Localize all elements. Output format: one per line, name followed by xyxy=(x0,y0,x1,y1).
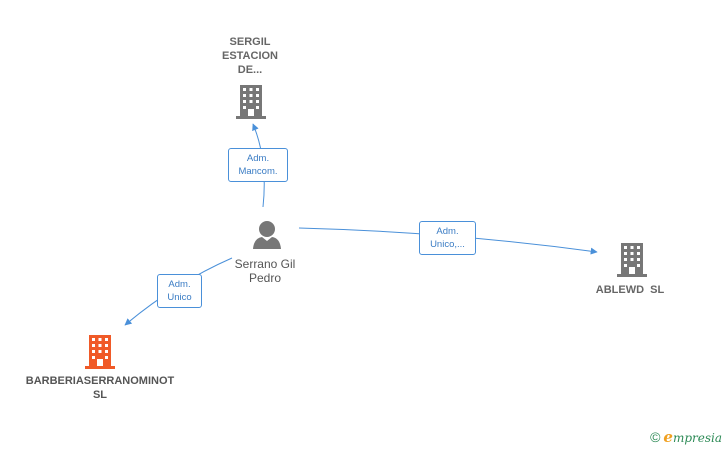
edge-label-mancom[interactable]: Adm. Mancom. xyxy=(228,148,288,182)
node-label-barberia[interactable]: BARBERIASERRANOMINOT SL xyxy=(25,375,175,401)
building-icon[interactable] xyxy=(85,335,115,369)
building-icon[interactable] xyxy=(236,85,266,119)
node-label-person[interactable]: Serrano Gil Pedro xyxy=(234,257,296,285)
empresia-logo: ©empresia xyxy=(650,428,722,446)
node-label-ablewd[interactable]: ABLEWD SL xyxy=(595,284,665,296)
copyright-icon: © xyxy=(650,429,661,445)
person-icon[interactable] xyxy=(253,221,281,249)
edge-label-unico-barberia[interactable]: Adm. Unico xyxy=(157,274,202,308)
node-label-sergil[interactable]: SERGIL ESTACION DE... xyxy=(221,36,279,76)
building-icon[interactable] xyxy=(617,243,647,277)
edge-label-unico-ablewd[interactable]: Adm. Unico,... xyxy=(419,221,476,255)
